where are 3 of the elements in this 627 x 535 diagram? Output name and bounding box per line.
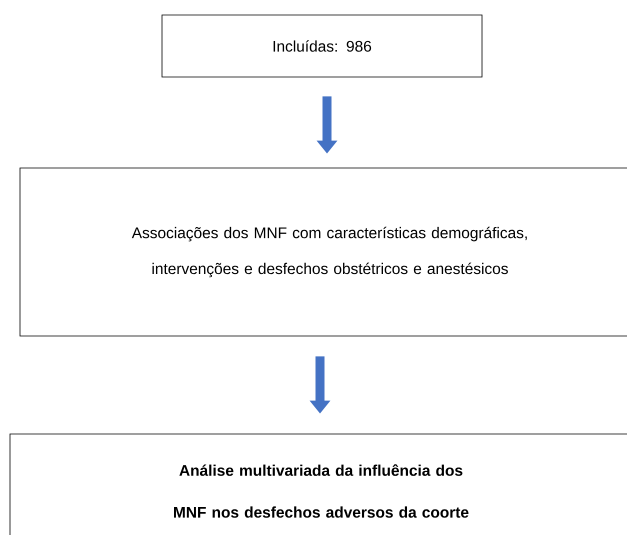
process-box: Associações dos MNF com características demográficas, intervenções e desfechos obstétricos e anestésicos: [20, 168, 627, 336]
process-box: Incluídas: 986: [162, 14, 482, 78]
process-box: Análise multivariada da influência dos MNF nos desfechos adversos da coorte: [10, 434, 627, 535]
